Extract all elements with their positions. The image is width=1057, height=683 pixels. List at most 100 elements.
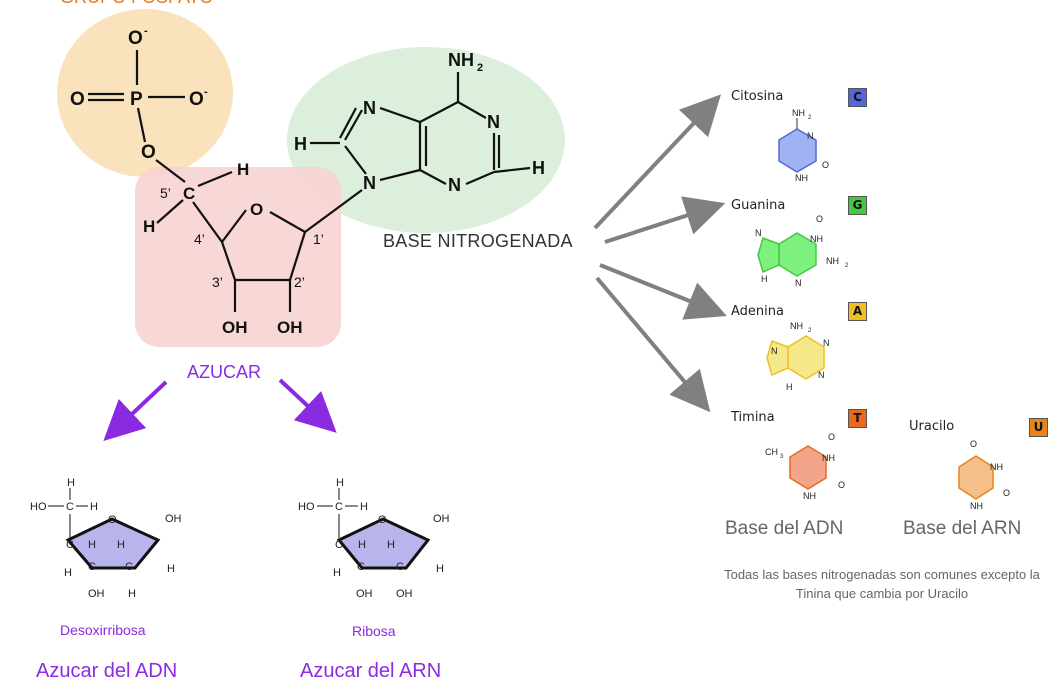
svg-text:2: 2	[808, 115, 812, 121]
svg-text:NH: NH	[810, 234, 823, 244]
sugar-structure: C H H 5’ O OH OH 4’ 1’ 3’ 2’	[143, 160, 363, 337]
svg-text:N: N	[487, 112, 500, 132]
svg-text:OH: OH	[356, 588, 373, 600]
deoxyribose-name: Desoxirribosa	[60, 622, 146, 638]
rna-sugar-caption: Azucar del ARN	[300, 660, 442, 682]
svg-text:H: H	[128, 588, 136, 600]
svg-text:H: H	[237, 160, 249, 179]
badge-u: U	[1029, 418, 1048, 437]
dna-base-caption: Base del ADN	[725, 518, 844, 539]
svg-text:HO: HO	[298, 501, 315, 513]
svg-text:H: H	[436, 563, 444, 575]
svg-text:NH: NH	[970, 501, 983, 511]
phosphate-highlight	[57, 9, 233, 177]
phosphate-o-left: O	[70, 89, 85, 110]
svg-text:C: C	[357, 561, 365, 573]
sugar-label: AZUCAR	[187, 362, 262, 382]
svg-text:NH: NH	[448, 50, 474, 70]
svg-text:-: -	[204, 86, 208, 98]
base-name-cytosine: Citosina	[731, 89, 784, 104]
svg-text:HO: HO	[30, 501, 47, 513]
ribose-name: Ribosa	[352, 623, 396, 639]
svg-text:OH: OH	[396, 588, 413, 600]
svg-text:N: N	[807, 131, 814, 141]
svg-text:H: H	[360, 501, 368, 513]
svg-text:NH: NH	[790, 321, 803, 331]
svg-text:O: O	[822, 160, 829, 170]
svg-text:3: 3	[780, 454, 784, 460]
svg-text:N: N	[448, 175, 461, 195]
svg-text:O: O	[1003, 488, 1010, 498]
svg-text:NH: NH	[803, 491, 816, 501]
svg-text:H: H	[761, 274, 768, 284]
svg-text:H: H	[143, 217, 155, 236]
base-name-thymine: Timina	[731, 410, 775, 425]
svg-text:O: O	[378, 514, 387, 526]
svg-text:H: H	[167, 563, 175, 575]
base-name-uracil: Uracilo	[909, 419, 955, 434]
svg-text:2: 2	[477, 62, 483, 74]
svg-text:NH: NH	[795, 173, 808, 183]
svg-text:OH: OH	[222, 318, 248, 337]
svg-text:O: O	[838, 480, 845, 490]
svg-text:N: N	[818, 370, 825, 380]
ribose-structure: H HO C H O OH H C H H H C C OH OH	[298, 477, 450, 600]
svg-text:H: H	[387, 539, 395, 551]
svg-text:NH: NH	[990, 462, 1003, 472]
svg-text:N: N	[771, 346, 778, 356]
guanine-structure: O NH NH 2 N H N	[755, 214, 849, 288]
svg-text:NH: NH	[826, 256, 839, 266]
svg-text:-: -	[144, 25, 148, 37]
svg-text:5’: 5’	[160, 185, 171, 201]
svg-text:N: N	[363, 173, 376, 193]
rna-base-caption: Base del ARN	[903, 518, 1022, 539]
svg-text:4’: 4’	[194, 231, 205, 247]
svg-text:OH: OH	[165, 513, 182, 525]
svg-text:C: C	[125, 561, 133, 573]
svg-text:O: O	[816, 214, 823, 224]
svg-text:2: 2	[808, 328, 812, 334]
nitrogenous-base-label: BASE NITROGENADA	[383, 231, 573, 251]
svg-text:N: N	[823, 338, 830, 348]
phosphate-structure: O - O P O - O	[70, 25, 208, 183]
svg-text:3’: 3’	[212, 274, 223, 290]
thymine-structure: CH 3 O NH O NH	[765, 432, 845, 501]
deoxyribose-structure: H HO C H O OH H C H H H C C OH H	[30, 477, 182, 600]
badge-g: G	[848, 196, 867, 215]
phosphate-o-bottom: O	[141, 142, 156, 163]
svg-text:C: C	[183, 184, 195, 203]
svg-text:OH: OH	[433, 513, 450, 525]
svg-text:OH: OH	[88, 588, 105, 600]
phosphate-p: P	[130, 89, 143, 110]
svg-text:CH: CH	[765, 447, 778, 457]
svg-text:C: C	[335, 539, 343, 551]
svg-text:C: C	[88, 561, 96, 573]
svg-text:2’: 2’	[294, 274, 305, 290]
svg-text:1’: 1’	[313, 231, 324, 247]
svg-text:O: O	[970, 439, 977, 449]
svg-text:H: H	[358, 539, 366, 551]
badge-t: T	[848, 409, 867, 428]
svg-text:O: O	[250, 200, 263, 219]
svg-text:O: O	[108, 514, 117, 526]
badge-a: A	[848, 302, 867, 321]
svg-text:2: 2	[845, 263, 849, 269]
svg-text:C: C	[396, 561, 404, 573]
svg-text:H: H	[88, 539, 96, 551]
svg-text:H: H	[532, 158, 545, 178]
cytosine-structure: NH 2 N NH O	[778, 108, 829, 183]
svg-text:H: H	[90, 501, 98, 513]
svg-text:C: C	[335, 501, 343, 513]
svg-text:N: N	[795, 278, 802, 288]
svg-text:H: H	[786, 382, 793, 392]
svg-text:O: O	[828, 432, 835, 442]
svg-text:H: H	[117, 539, 125, 551]
svg-text:NH: NH	[792, 108, 805, 118]
phosphate-o-right: O	[189, 89, 204, 110]
badge-c: C	[848, 88, 867, 107]
phosphate-o-top: O	[128, 28, 143, 49]
svg-text:N: N	[363, 98, 376, 118]
base-name-adenine: Adenina	[731, 304, 784, 319]
svg-text:H: H	[67, 477, 75, 489]
